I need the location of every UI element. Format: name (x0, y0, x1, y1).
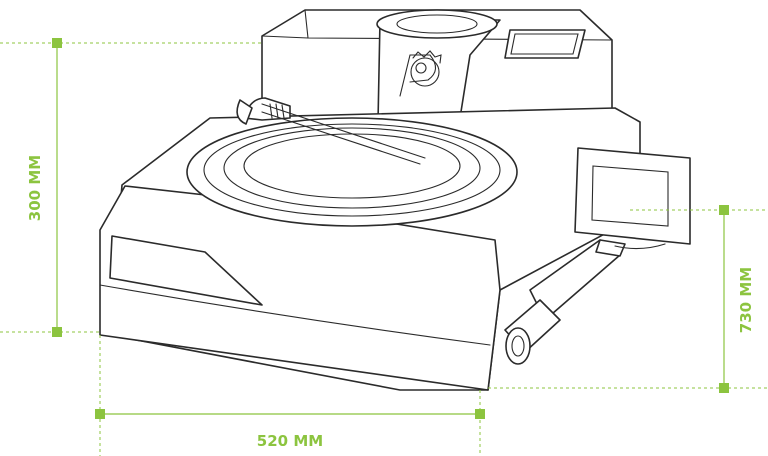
front-panel (99, 185, 501, 391)
front-vent (109, 235, 263, 306)
touch-screen (574, 147, 691, 257)
width-right-marker (475, 409, 485, 419)
depth-label: 730 MM (737, 267, 755, 333)
side-arm (504, 239, 621, 365)
dimension-depth: 730 MM (488, 205, 768, 393)
dimension-width: 520 MM (95, 335, 485, 456)
water-nozzle (236, 97, 426, 165)
height-label: 300 MM (26, 155, 44, 221)
depth-bottom-marker (719, 383, 729, 393)
width-left-marker (95, 409, 105, 419)
height-top-marker (52, 38, 62, 48)
tower-top-ring (376, 9, 498, 39)
gear-p-logo-icon (399, 50, 442, 97)
height-bottom-marker (52, 327, 62, 337)
machine-drawing (99, 9, 691, 391)
top-display-window (504, 29, 586, 59)
depth-top-marker (719, 205, 729, 215)
dimension-height: 300 MM (0, 38, 262, 337)
width-label: 520 MM (257, 432, 323, 450)
